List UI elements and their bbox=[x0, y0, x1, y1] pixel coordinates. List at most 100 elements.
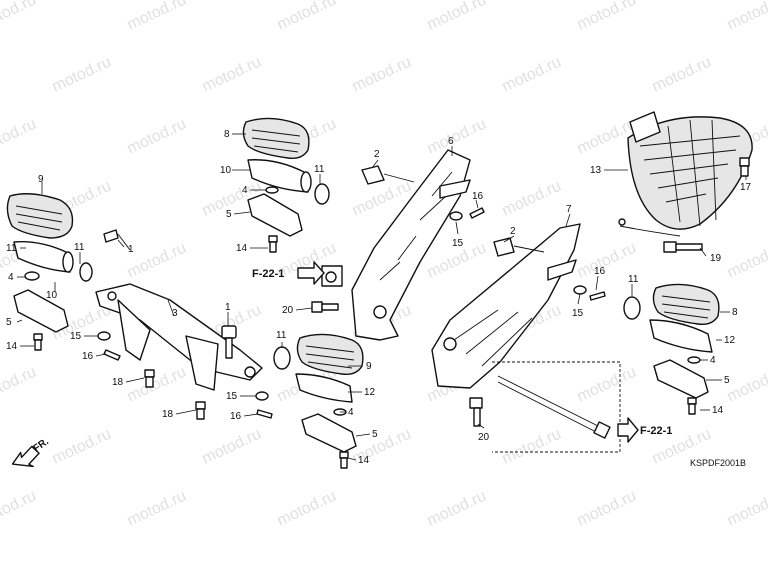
callout-11-upper: 11 bbox=[314, 164, 325, 175]
watermark-text: motod.ru bbox=[425, 116, 489, 158]
watermark-text: motod.ru bbox=[125, 364, 189, 406]
reference-arrow-left: F-22-1 bbox=[252, 261, 325, 285]
callout-20-upper: 20 bbox=[282, 305, 294, 316]
callout-1-mid: 1 bbox=[225, 302, 231, 313]
washer-left bbox=[79, 262, 93, 282]
callout-11-right: 11 bbox=[628, 274, 639, 285]
watermark-text: motod.ru bbox=[725, 364, 768, 406]
watermark-text: motod.ru bbox=[125, 488, 189, 530]
callout-17: 17 bbox=[740, 182, 752, 193]
watermark-text: motod.ru bbox=[125, 240, 189, 282]
bolt-20-upper bbox=[311, 301, 339, 313]
watermark-text: motod.ru bbox=[425, 488, 489, 530]
washer-15-left bbox=[97, 331, 111, 341]
bolt-14-right bbox=[687, 397, 697, 415]
watermark-text: motod.ru bbox=[0, 488, 39, 530]
callout-13: 13 bbox=[590, 165, 602, 176]
callout-14-lower: 14 bbox=[358, 455, 370, 466]
callout-8-upper: 8 bbox=[224, 129, 230, 140]
watermark-text: motod.ru bbox=[0, 116, 39, 158]
callout-18-upper: 18 bbox=[112, 377, 124, 388]
pin-16-mid bbox=[256, 409, 273, 419]
washer-15-holder6 bbox=[449, 211, 463, 221]
callout-9-left: 9 bbox=[38, 174, 44, 185]
pin-16-holder6 bbox=[469, 207, 485, 219]
watermark-text: motod.ru bbox=[725, 240, 768, 282]
washer-11-upper bbox=[314, 183, 330, 205]
watermark-text: motod.ru bbox=[500, 54, 564, 96]
watermark-text: motod.ru bbox=[275, 488, 339, 530]
footpeg-rubber-upper bbox=[242, 117, 310, 160]
callout-5-lower: 5 bbox=[372, 429, 378, 440]
footpeg-bar-upper bbox=[247, 159, 312, 193]
nut-ref-left bbox=[321, 265, 343, 287]
long-mounting-bolt bbox=[492, 361, 621, 453]
callout-11-left-b: 11 bbox=[74, 242, 85, 253]
bolt-14-upper bbox=[268, 235, 278, 253]
bolt-14-left bbox=[33, 333, 43, 351]
callout-5-upper: 5 bbox=[226, 209, 232, 220]
callout-6: 6 bbox=[448, 136, 454, 147]
bolt-19 bbox=[663, 241, 703, 253]
callout-16-holder6: 16 bbox=[472, 191, 484, 202]
watermark-text: motod.ru bbox=[425, 0, 489, 34]
callout-16-left: 16 bbox=[82, 351, 94, 362]
callout-4-left: 4 bbox=[8, 272, 14, 283]
bolt-1-left bbox=[103, 229, 131, 251]
bolt-18-upper bbox=[144, 369, 155, 388]
callout-7: 7 bbox=[566, 204, 572, 215]
heat-guard-13 bbox=[618, 111, 753, 253]
callout-15-left: 15 bbox=[70, 331, 82, 342]
watermark-text: motod.ru bbox=[575, 0, 639, 34]
bolt-20-lower bbox=[469, 397, 483, 427]
callout-15-mid: 15 bbox=[226, 391, 238, 402]
reference-label-left: F-22-1 bbox=[252, 268, 284, 280]
callout-15-right: 15 bbox=[572, 308, 584, 319]
footpeg-bar-right bbox=[649, 319, 713, 353]
watermark-text: motod.ru bbox=[350, 54, 414, 96]
front-indicator: FR. bbox=[11, 436, 51, 468]
watermark-text: motod.ru bbox=[125, 0, 189, 34]
watermark-text: motod.ru bbox=[0, 0, 39, 34]
callout-11-lower: 11 bbox=[276, 330, 287, 341]
nut-4-upper bbox=[265, 186, 279, 194]
footpeg-rubber-left bbox=[6, 193, 74, 239]
pin-16-right bbox=[589, 291, 606, 301]
callout-14-upper: 14 bbox=[236, 243, 248, 254]
watermark-text: motod.ru bbox=[500, 426, 564, 468]
bracket-left bbox=[13, 289, 69, 333]
callout-10-upper: 10 bbox=[220, 165, 232, 176]
upper-footpeg-assembly bbox=[242, 117, 330, 253]
bracket-5-upper bbox=[247, 193, 303, 237]
callout-18-lower: 18 bbox=[162, 409, 174, 420]
callout-12-right: 12 bbox=[724, 335, 736, 346]
reference-label-right: F-22-1 bbox=[640, 425, 672, 437]
watermark-text: motod.ru bbox=[725, 488, 768, 530]
callout-16-mid: 16 bbox=[230, 411, 242, 422]
callout-3: 3 bbox=[172, 308, 178, 319]
bolt-2-right bbox=[493, 237, 545, 257]
diagram-code: KSPDF2001B bbox=[690, 458, 746, 468]
callout-2-upper: 2 bbox=[374, 149, 380, 160]
callout-2-right: 2 bbox=[510, 226, 516, 237]
nut-4-right bbox=[687, 356, 701, 364]
watermark-text: motod.ru bbox=[575, 488, 639, 530]
footpeg-bar-lower bbox=[295, 373, 353, 403]
footpeg-rubber-right bbox=[652, 283, 720, 326]
bolt-14-lower bbox=[339, 451, 349, 469]
callout-16-right: 16 bbox=[594, 266, 606, 277]
bracket-5-right bbox=[653, 359, 709, 399]
watermark-text: motod.ru bbox=[500, 178, 564, 220]
leader-lines bbox=[16, 133, 747, 461]
watermark-text: motod.ru bbox=[125, 116, 189, 158]
callout-11-left: 11 bbox=[6, 243, 17, 254]
callout-4-right: 4 bbox=[710, 355, 716, 366]
callout-4-upper: 4 bbox=[242, 185, 248, 196]
callout-labels: 9 11 4 10 11 5 14 1 3 1 15 16 18 18 15 1… bbox=[6, 129, 752, 466]
footpeg-rubber-lower bbox=[296, 333, 364, 376]
callout-10-left: 10 bbox=[46, 290, 58, 301]
nut-left bbox=[24, 271, 40, 281]
callout-14-left: 14 bbox=[6, 341, 18, 352]
watermark-text: motod.ru bbox=[200, 54, 264, 96]
